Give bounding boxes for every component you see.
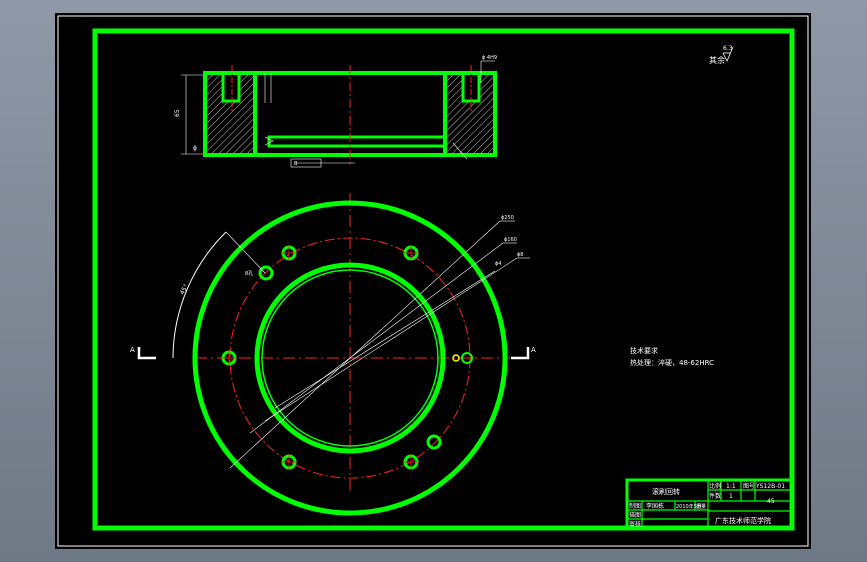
drawing-number: YS12B-01	[755, 483, 785, 490]
outer-flange-circle	[192, 200, 508, 516]
angle-label: 45°	[179, 283, 190, 296]
top-dimension: ϕ 4H9	[482, 55, 497, 61]
scale-value: 1:1	[726, 483, 736, 490]
inner-bore-outer	[254, 262, 446, 454]
diameter-label: ϕ4	[495, 261, 501, 267]
bolt-hole	[258, 265, 274, 281]
hole-label: 8孔	[245, 270, 253, 277]
part-name: 滚刷回转	[652, 487, 680, 496]
section-label-left: A	[130, 346, 135, 354]
material: 45	[767, 498, 775, 505]
bottom-tolerance: B	[294, 161, 298, 167]
cad-drawing: 其余 6.3 65 ϕ 4H9 B	[57, 15, 809, 547]
tech-req-title: 技术要求	[630, 346, 658, 355]
title-block: 滚刷回转 比例 1:1 图号 YS12B-01 件数 1 45 制图 李国栋 2…	[625, 478, 794, 530]
roughness-symbol: 其余 6.3	[709, 45, 734, 65]
approver-label: 审核	[629, 520, 641, 528]
roughness-value: 6.3	[723, 45, 733, 52]
small-dimension: ϕ	[193, 145, 197, 152]
diameter-label: ϕ160	[504, 237, 517, 243]
school-name: 广东技术师范学院	[715, 516, 771, 525]
height-dimension: 65	[174, 109, 181, 117]
weight-label: 重量	[696, 503, 706, 510]
technical-requirements: 技术要求 热处理：淬硬，48-62HRC	[630, 346, 714, 367]
section-view: 65 ϕ 4H9 B ϕ	[174, 55, 497, 168]
design-date: 2010年5月	[676, 503, 702, 510]
yellow-marker	[452, 354, 460, 362]
bolt-hole	[426, 434, 442, 450]
angle-arc	[172, 231, 227, 359]
section-marker-left	[137, 347, 156, 360]
plan-view: A A 45° 8孔 ϕ250 ϕ160 ϕ8 ϕ4	[130, 193, 536, 516]
designer-label: 制图	[629, 502, 641, 510]
designer-name: 李国栋	[646, 502, 664, 510]
drawing-frame	[92, 28, 795, 531]
tech-req-line: 热处理：淬硬，48-62HRC	[630, 358, 714, 367]
qty-label: 件数	[709, 492, 721, 500]
inner-bore-inner	[261, 269, 439, 447]
scale-label: 比例	[709, 482, 721, 490]
sheet-label: 图号	[743, 483, 755, 490]
section-label-right: A	[531, 346, 536, 354]
diameter-label: ϕ8	[517, 252, 523, 258]
qty-value: 1	[729, 493, 733, 500]
bolt-circle	[229, 237, 471, 479]
outer-border	[57, 15, 809, 547]
diameter-label: ϕ250	[501, 215, 514, 221]
cad-viewport[interactable]: 其余 6.3 65 ϕ 4H9 B	[55, 13, 811, 549]
section-marker-right	[511, 347, 530, 360]
checker-label: 描图	[629, 511, 641, 519]
roughness-note: 其余	[709, 55, 725, 65]
